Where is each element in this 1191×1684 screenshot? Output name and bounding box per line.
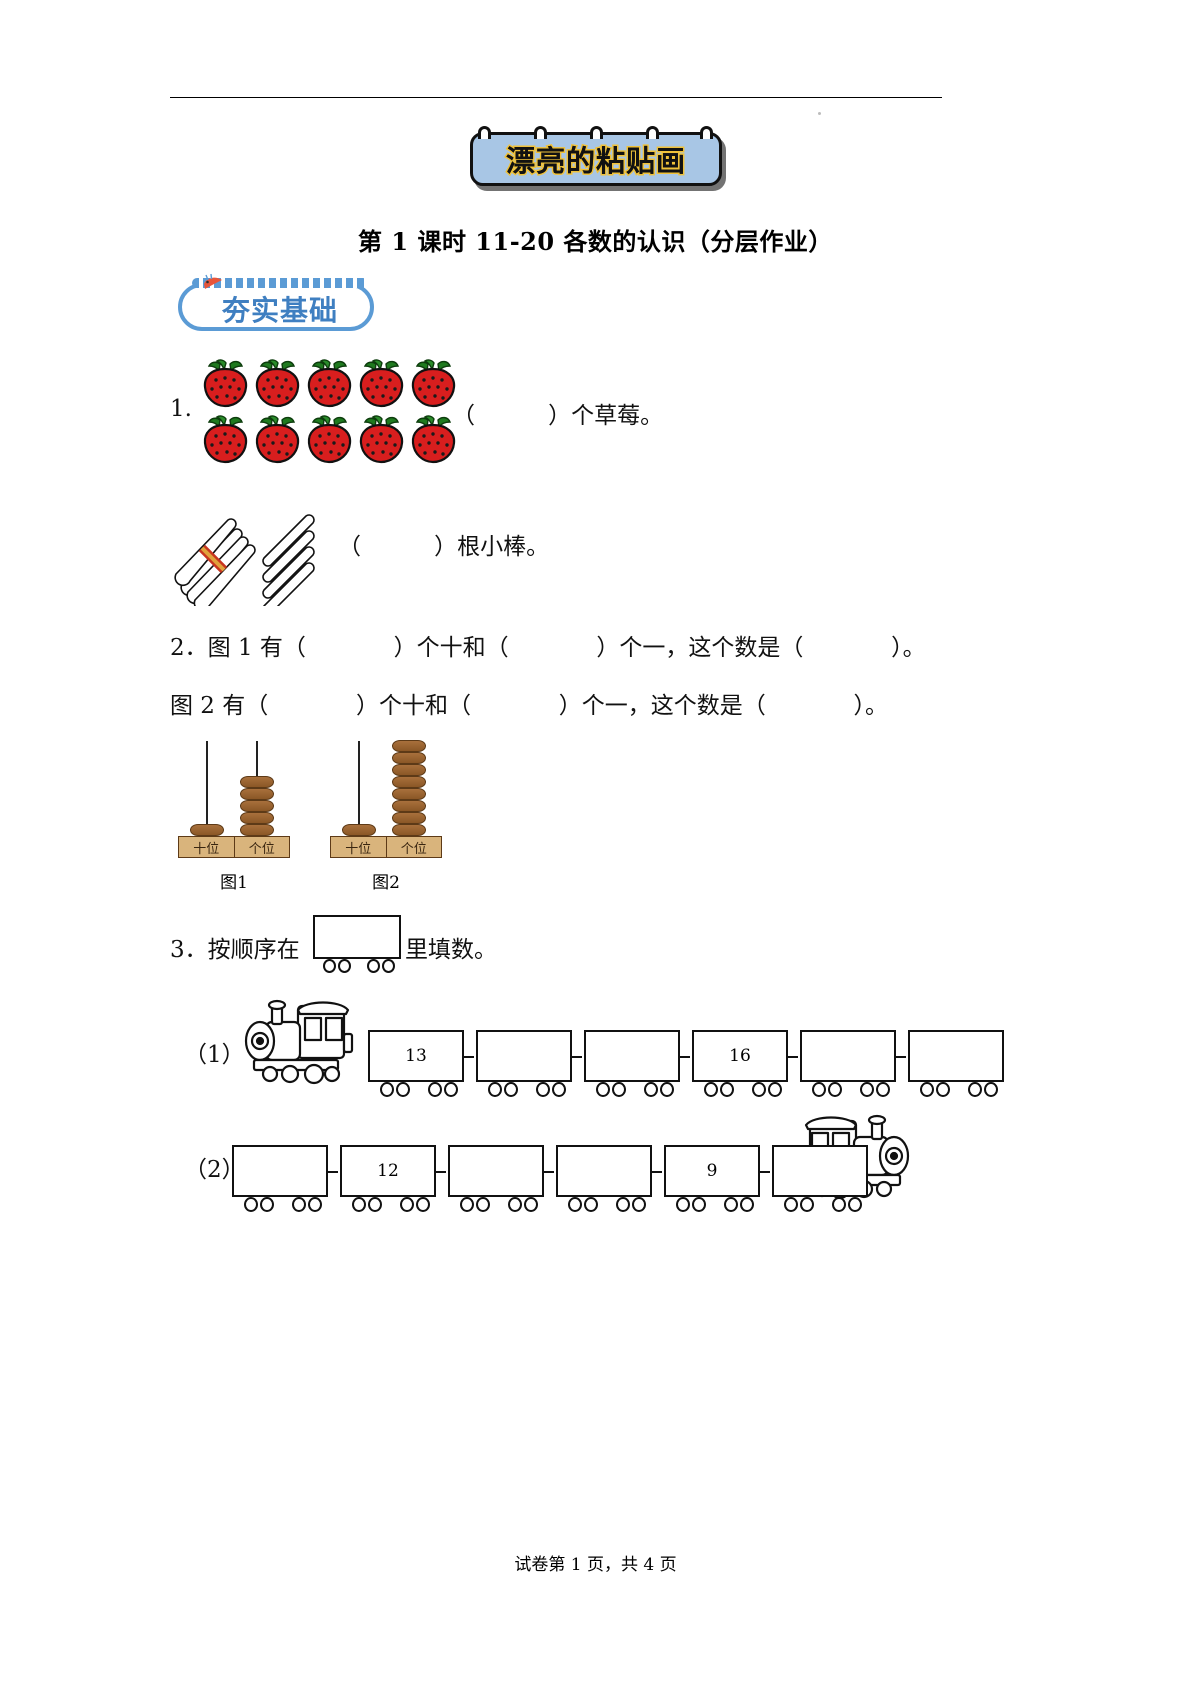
abacus-bead-ones: [392, 800, 426, 812]
section-badge: 夯实基础: [178, 273, 374, 331]
train-coupler: [760, 1171, 770, 1173]
abacus-bead-tens: [190, 824, 224, 836]
page-footer: 试卷第 1 页，共 4 页: [514, 1555, 677, 1575]
train-car[interactable]: [232, 1145, 328, 1212]
strawberry-icon: [408, 358, 460, 410]
train-coupler: [680, 1056, 690, 1058]
abacus-bead-ones: [392, 752, 426, 764]
strawberry-icon: [304, 358, 356, 410]
train-coupler: [652, 1171, 662, 1173]
train-car[interactable]: 13: [368, 1030, 464, 1097]
train-car-wheels: [676, 1197, 754, 1213]
header-dot-mark: [818, 112, 821, 115]
train-car[interactable]: [800, 1030, 896, 1097]
section-badge-label: 夯实基础: [221, 294, 338, 327]
badge-dashed-top: [192, 278, 368, 288]
sticks-illustration: [172, 488, 348, 615]
abacus-ones-label-2: 个位: [385, 837, 442, 857]
abacus-bead-ones: [392, 776, 426, 788]
banner-holes: [478, 126, 714, 139]
strawberry-icon: [304, 414, 356, 466]
train-car-wheels: [380, 1082, 458, 1098]
train-coupler: [544, 1171, 554, 1173]
strawberry-icon: [356, 414, 408, 466]
train-car-wheels: [460, 1197, 538, 1213]
q3-prompt-after: 里填数。: [405, 937, 497, 963]
abacus-bead-ones: [392, 824, 426, 836]
abacus-rod-tens-2: [358, 741, 360, 826]
train-car[interactable]: [584, 1030, 680, 1097]
abacus-bead-ones: [240, 812, 274, 824]
train-car-wheels: [784, 1197, 862, 1213]
abacus-bead-tens: [342, 824, 376, 836]
q1-number: 1.: [170, 396, 192, 422]
q3-sample-car-wheels: [323, 959, 395, 973]
train-car[interactable]: [448, 1145, 544, 1212]
train-car-wheels: [488, 1082, 566, 1098]
strawberry-icon: [408, 414, 460, 466]
banner-title-text: 漂亮的粘贴画: [504, 143, 686, 180]
train-car-wheels: [568, 1197, 646, 1213]
abacus-rod-tens-1: [206, 741, 208, 826]
figure-caption-2: 图2: [372, 873, 400, 893]
strawberry-icon: [252, 414, 304, 466]
abacus-bead-ones: [392, 788, 426, 800]
train-car[interactable]: [772, 1145, 868, 1212]
q3-row-1-label: （1）: [184, 1042, 245, 1068]
train-coupler: [572, 1056, 582, 1058]
strawberry-icon: [356, 358, 408, 410]
q1-sticks-blank: （ ）根小棒。: [338, 534, 550, 560]
abacus-figure-2: 十位 个位: [330, 733, 442, 858]
train-car[interactable]: [556, 1145, 652, 1212]
q3-prompt-before: 3．按顺序在: [170, 937, 300, 963]
q2-line1: 2．图 1 有（ ）个十和（ ）个一，这个数是（ ）。: [170, 635, 926, 661]
abacus-base-1: 十位 个位: [178, 836, 290, 858]
train-coupler: [464, 1056, 474, 1058]
train-coupler: [788, 1056, 798, 1058]
page-title: 第 1 课时 11-20 各数的认识（分层作业）: [358, 227, 833, 256]
train-car-wheels: [596, 1082, 674, 1098]
figure-caption-1: 图1: [220, 873, 248, 893]
strawberry-group: [200, 358, 458, 468]
q1-strawberry-blank: （ ）个草莓。: [452, 403, 664, 429]
train-coupler: [328, 1171, 338, 1173]
train-car-wheels: [352, 1197, 430, 1213]
title-banner: 漂亮的粘贴画: [470, 126, 728, 188]
q2-line2: 图 2 有（ ）个十和（ ）个一，这个数是（ ）。: [170, 693, 888, 719]
header-rule: [170, 97, 942, 98]
train-car-wheels: [920, 1082, 998, 1098]
abacus-bead-ones: [392, 764, 426, 776]
train-car[interactable]: [476, 1030, 572, 1097]
bird-icon: [202, 271, 224, 291]
abacus-bead-ones: [240, 788, 274, 800]
abacus-bead-ones: [240, 800, 274, 812]
train-coupler: [436, 1171, 446, 1173]
abacus-bead-ones: [240, 776, 274, 788]
train-coupler: [896, 1056, 906, 1058]
abacus-bead-ones: [240, 824, 274, 836]
abacus-bead-ones: [392, 740, 426, 752]
train-car[interactable]: 9: [664, 1145, 760, 1212]
train-car[interactable]: 16: [692, 1030, 788, 1097]
train-car-wheels: [244, 1197, 322, 1213]
abacus-bead-ones: [392, 812, 426, 824]
train-car[interactable]: [908, 1030, 1004, 1097]
train-car-wheels: [704, 1082, 782, 1098]
strawberry-icon: [200, 414, 252, 466]
train-car-wheels: [812, 1082, 890, 1098]
train-car[interactable]: 12: [340, 1145, 436, 1212]
q3-sample-car: [313, 915, 401, 973]
abacus-figure-1: 十位 个位: [178, 733, 290, 858]
abacus-tens-label-1: 十位: [193, 841, 220, 857]
abacus-ones-label-1: 个位: [233, 837, 290, 857]
train-locomotive: [236, 996, 358, 1093]
abacus-base-2: 十位 个位: [330, 836, 442, 858]
abacus-tens-label-2: 十位: [345, 841, 372, 857]
strawberry-icon: [252, 358, 304, 410]
strawberry-icon: [200, 358, 252, 410]
abacus-rod-ones-1: [256, 741, 258, 778]
